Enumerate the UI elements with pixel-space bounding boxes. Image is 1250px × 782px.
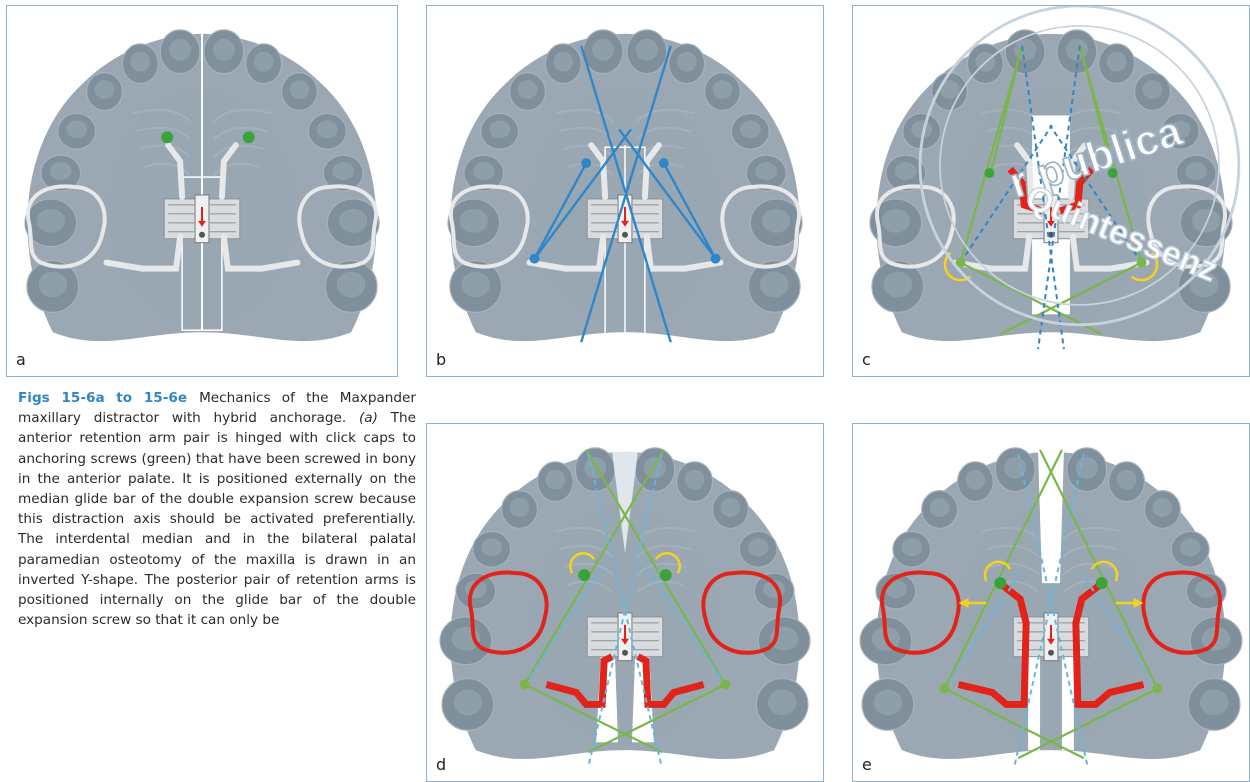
figure-panel-a: a [6,5,398,377]
panel-label: d [436,755,446,774]
expansion-screw [587,195,663,243]
pivot-point [940,684,950,694]
panel-label: a [16,350,26,369]
figure-panel-d: d [426,423,824,782]
panel-label: e [862,755,872,774]
pivot-point [956,258,966,268]
maxilla-model-a [7,6,397,376]
anchoring-screw-left [984,168,994,178]
maxilla-model-d [427,424,823,781]
panel-label: b [436,350,446,369]
pivot-point [1137,258,1147,268]
pivot-point [659,158,669,168]
caption-title: Figs 15-6a to 15-6e [18,390,187,406]
expansion-screw [164,195,240,243]
panel-label: c [862,350,871,369]
figure-panel-b: b [426,5,824,377]
caption-panel-ref: (a) [359,410,378,426]
maxilla-model-e [853,424,1249,781]
pivot-point [720,680,730,690]
maxilla-model-c [853,6,1249,376]
anchoring-screw-right [243,131,255,143]
anchoring-screw-left [578,569,590,581]
expansion-screw [587,613,663,661]
maxilla-model-b [427,6,823,376]
pivot-point [520,680,530,690]
anchoring-screw-left [161,131,173,143]
anchoring-screw-left [994,577,1006,589]
anchoring-screw-right [660,569,672,581]
pivot-point [530,254,540,264]
anchoring-screw-right [1096,577,1108,589]
anchoring-screw-right [1108,168,1118,178]
pivot-point [581,158,591,168]
pivot-point [711,254,721,264]
caption-text: The anterior retention arm pair is hinge… [18,410,416,628]
figure-panel-e: e [852,423,1250,782]
figure-panel-c: c r publica Quintessenz [852,5,1250,377]
pivot-point [1152,684,1162,694]
